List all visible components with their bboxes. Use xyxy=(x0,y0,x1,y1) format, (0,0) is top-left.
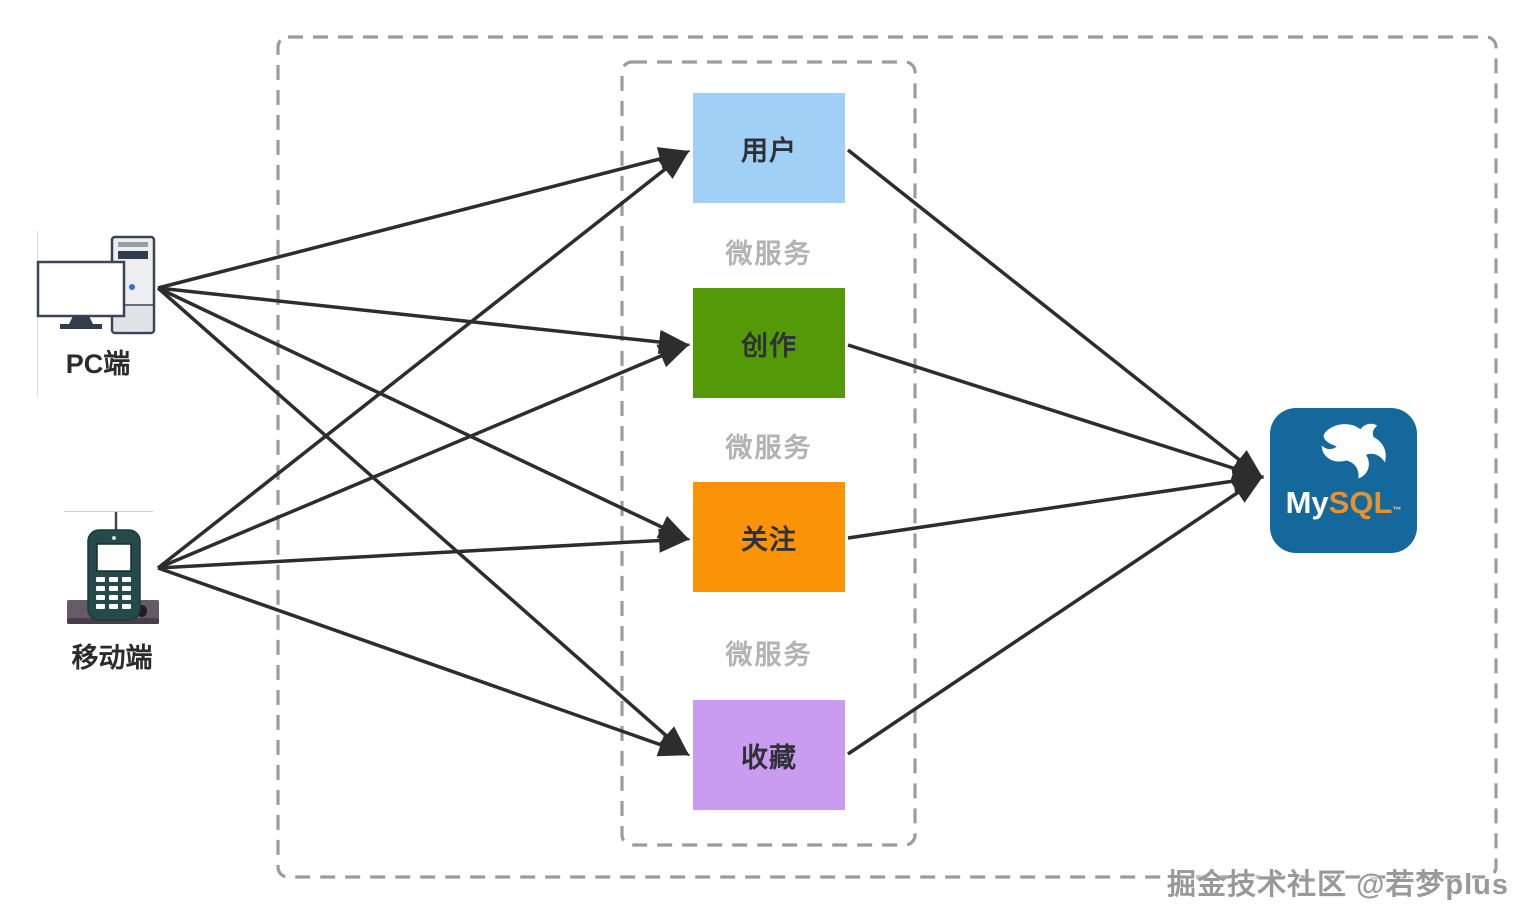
mysql-text-sql: SQL xyxy=(1328,485,1393,520)
service-label-follow: 关注 xyxy=(741,524,797,555)
microservices-dashed-boundary xyxy=(620,60,917,847)
arrow-pc-to-user xyxy=(157,147,691,290)
arrows-pc-to-services xyxy=(156,147,691,757)
arrow-user-to-mysql xyxy=(846,148,1264,480)
arrow-pc-to-follow xyxy=(157,286,691,541)
mysql-database-node: MySQL™ xyxy=(1270,408,1417,553)
arrows-mobile-to-services xyxy=(156,149,691,757)
arrow-mobile-to-collect xyxy=(157,566,691,757)
mobile-image-edge-line xyxy=(64,511,153,512)
mysql-dolphin-icon xyxy=(1321,423,1386,479)
arrow-mobile-to-follow xyxy=(157,528,691,570)
service-label-collect: 收藏 xyxy=(741,742,797,773)
service-label-user: 用户 xyxy=(741,135,797,166)
arrow-follow-to-mysql xyxy=(847,468,1265,540)
service-box-create: 创作 xyxy=(693,288,845,398)
watermark-text: 掘金技术社区 @若梦plus xyxy=(1167,869,1509,901)
desktop-computer-icon xyxy=(36,235,156,335)
service-box-user: 用户 xyxy=(693,93,845,203)
microservice-separator-label-2: 微服务 xyxy=(725,433,813,463)
microservice-separator-label-1: 微服务 xyxy=(725,239,813,269)
service-box-follow: 关注 xyxy=(693,482,845,592)
arrows-services-to-mysql xyxy=(846,148,1265,756)
mobile-client-label: 移动端 xyxy=(71,643,153,673)
service-label-create: 创作 xyxy=(741,330,797,361)
arrow-pc-to-collect xyxy=(156,286,690,757)
mysql-text-my: My xyxy=(1285,485,1329,520)
arrow-mobile-to-create xyxy=(157,343,691,570)
arrow-mobile-to-user xyxy=(156,149,690,570)
service-box-collect: 收藏 xyxy=(693,700,845,810)
arrow-collect-to-mysql xyxy=(847,475,1264,756)
microservice-separator-label-3: 微服务 xyxy=(725,640,813,670)
arrow-create-to-mysql xyxy=(847,343,1265,481)
pc-client-label: PC端 xyxy=(65,349,131,379)
mobile-phone-icon xyxy=(67,512,159,624)
arrow-pc-to-create xyxy=(157,286,691,355)
mysql-wordmark: MySQL™ xyxy=(1270,486,1417,527)
mysql-trademark: ™ xyxy=(1392,505,1402,515)
